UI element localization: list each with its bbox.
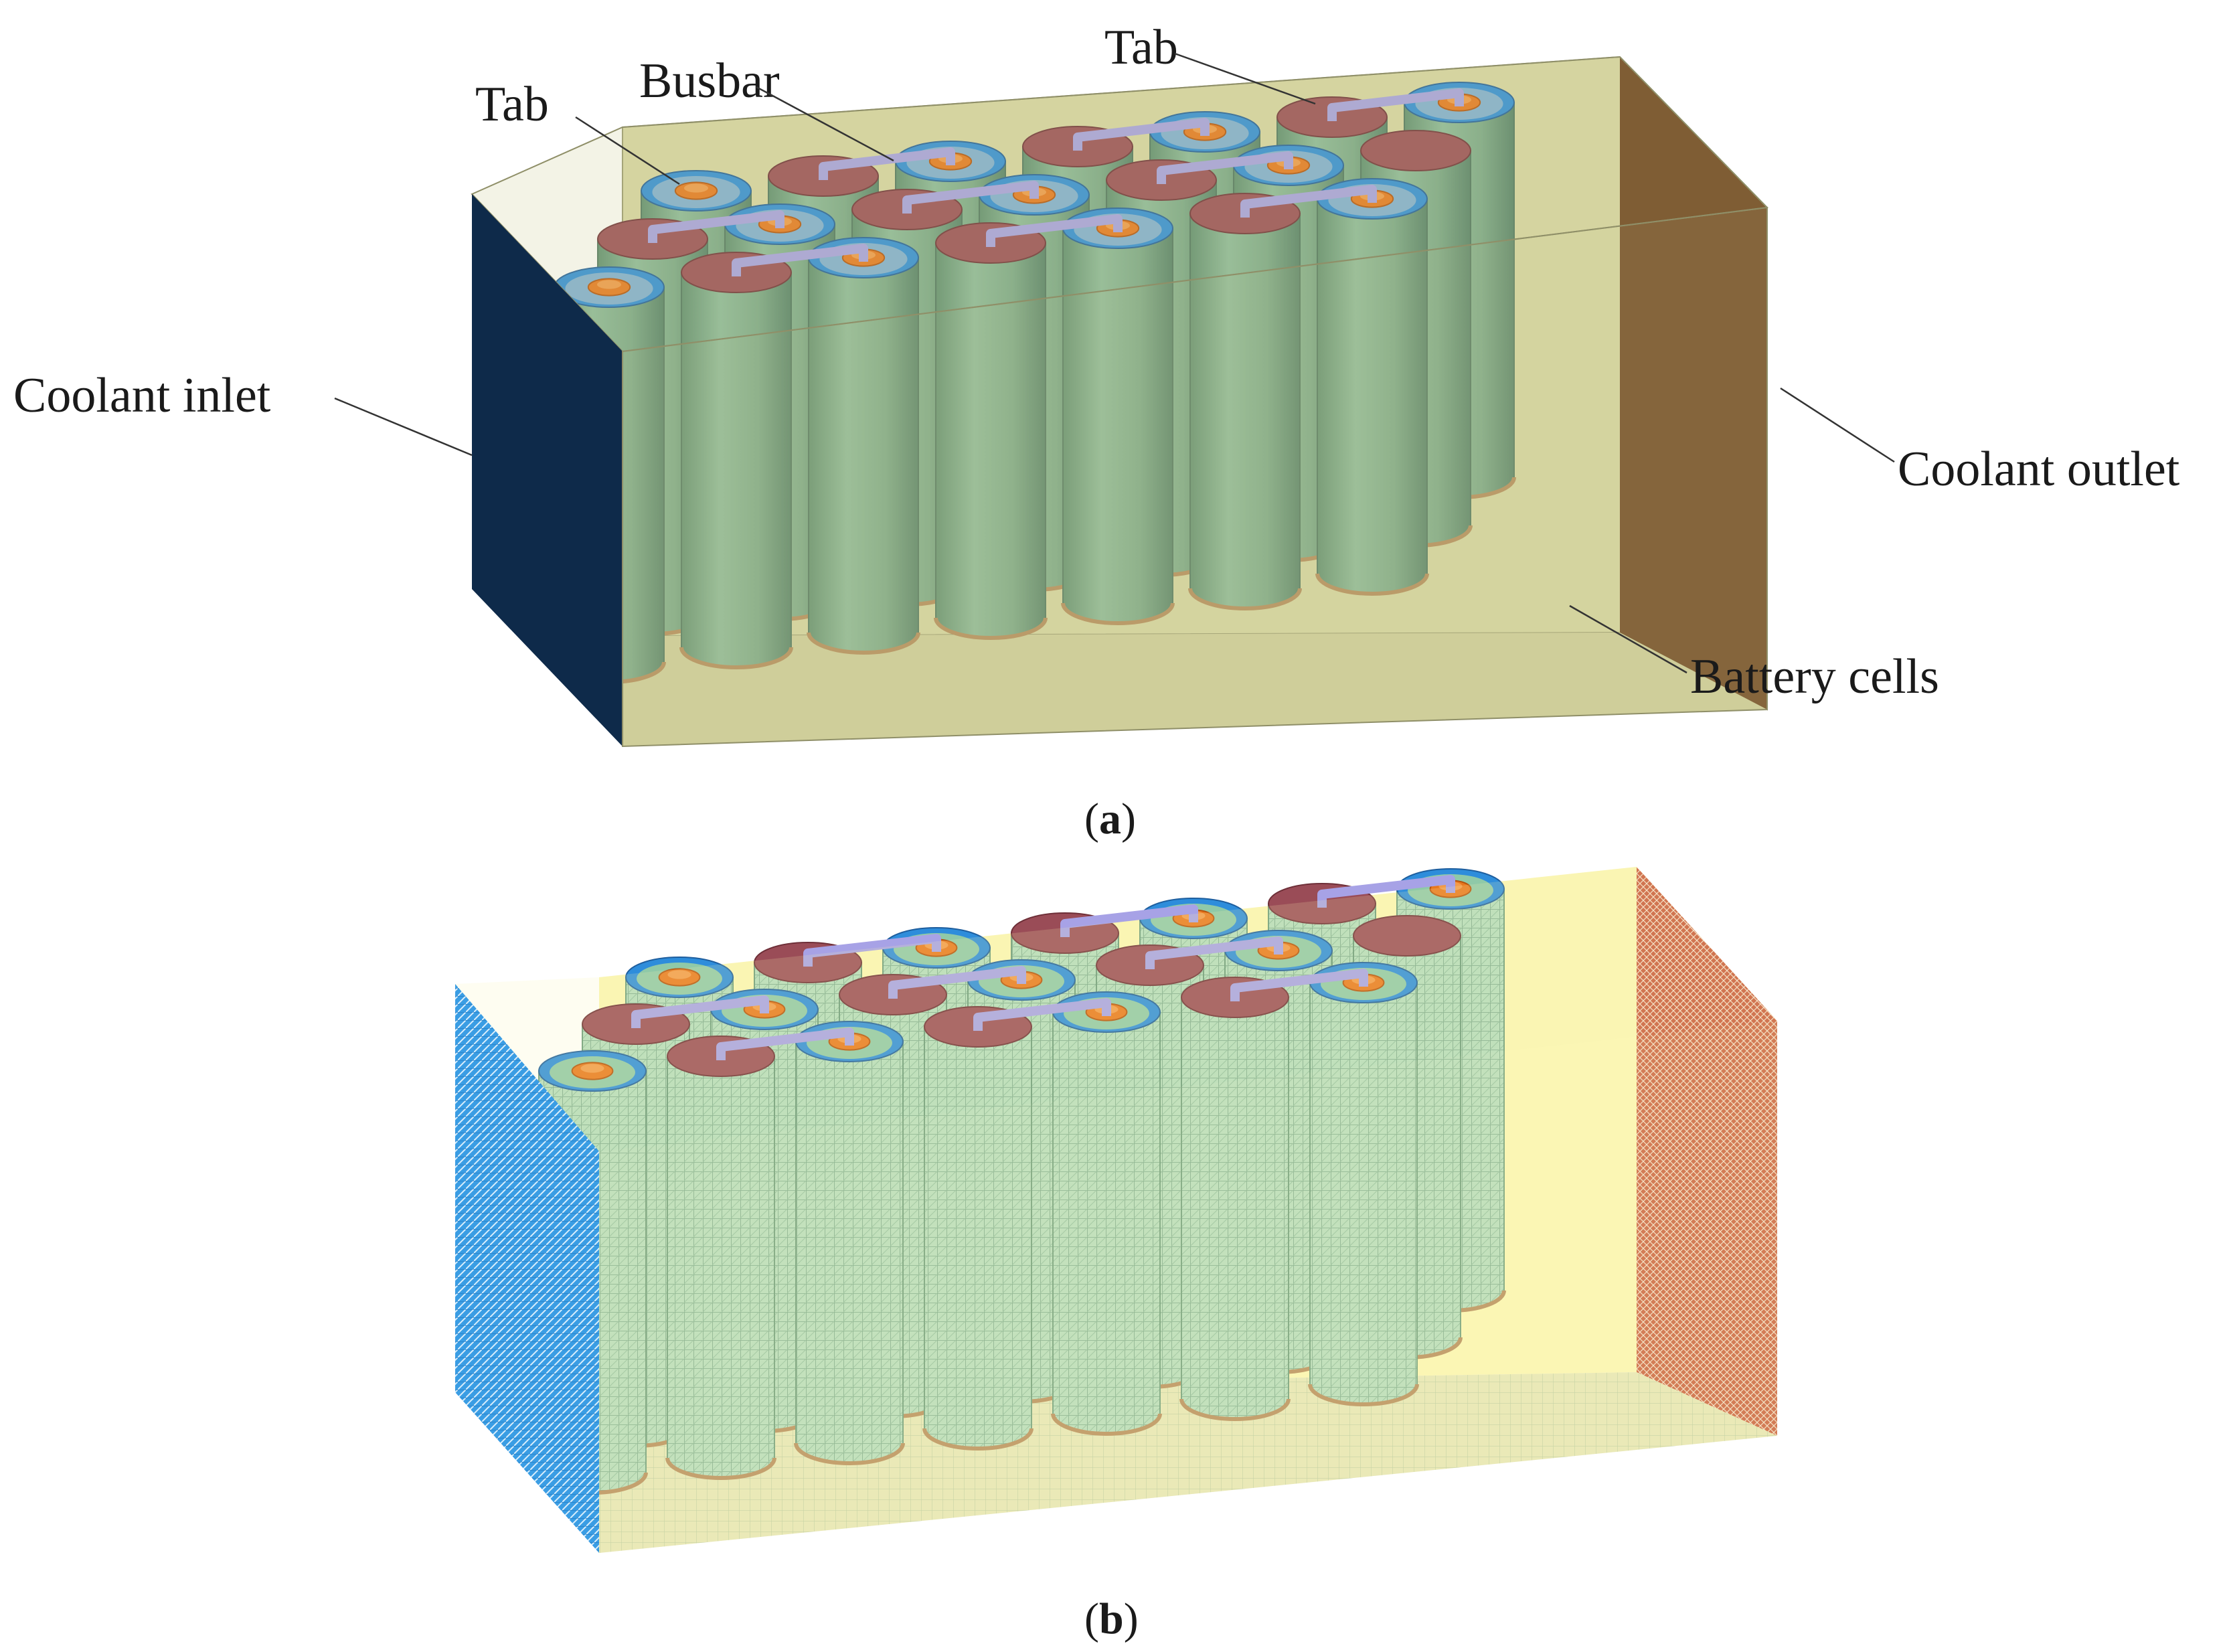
cell-tab-top: [683, 183, 709, 193]
panel-a-battery-model: Tab Busbar Tab Coolant inlet Coolant out…: [13, 20, 2180, 843]
busbar: [1157, 151, 1293, 184]
label-coolant-outlet: Coolant outlet: [1898, 442, 2180, 497]
battery-cells-group-b: [537, 868, 1506, 1495]
label-tab-left: Tab: [475, 77, 549, 132]
busbar: [1327, 88, 1464, 121]
cell-bottom-rim: [1315, 573, 1429, 596]
caption-b: (b): [1084, 1594, 1139, 1643]
leader-battery-cells: [1569, 604, 1687, 674]
busbar: [1060, 904, 1198, 937]
coolant-outlet-face: [1620, 57, 1767, 710]
busbar: [803, 934, 941, 967]
cell-cap-red: [1353, 915, 1461, 957]
cell-tab-top: [667, 970, 691, 979]
cell-bottom-rim: [794, 1442, 905, 1465]
battery-cell: [807, 237, 920, 655]
busbar: [1317, 875, 1455, 908]
label-coolant-inlet: Coolant inlet: [13, 368, 271, 423]
leader-coolant-outlet: [1780, 387, 1895, 463]
housing-floor: [623, 633, 1767, 746]
mesh-coolant-outlet-face: [1637, 867, 1777, 1436]
busbar: [648, 210, 785, 243]
leader-tab-left: [575, 116, 680, 185]
mesh-housing-top: [455, 867, 1777, 1151]
mesh-housing-front: [599, 1021, 1777, 1553]
battery-cell: [1308, 962, 1419, 1406]
busbar: [716, 1027, 854, 1060]
cell-tab-top: [580, 1064, 604, 1073]
busbar: [1145, 936, 1283, 969]
busbar: [986, 214, 1123, 247]
leader-busbar: [756, 86, 894, 162]
cell-bottom-rim: [665, 1457, 776, 1480]
cell-cap-red: [1360, 130, 1471, 171]
cell-tab-top: [596, 280, 622, 289]
housing-front-face: [622, 206, 1768, 748]
cell-bottom-rim: [1051, 1413, 1162, 1436]
cell-bottom-rim: [679, 647, 793, 669]
cell-bottom-rim: [807, 632, 920, 655]
label-tab-top: Tab: [1104, 20, 1178, 75]
busbar: [1240, 185, 1377, 218]
busbar: [973, 998, 1111, 1031]
cell-bottom-rim: [1308, 1384, 1419, 1406]
cell-bottom-rim: [934, 617, 1048, 640]
label-battery-cells: Battery cells: [1690, 649, 1939, 704]
cell-bottom-rim: [1188, 588, 1302, 610]
cell-bottom-rim: [922, 1428, 1034, 1451]
busbar: [902, 181, 1039, 214]
busbar: [819, 147, 955, 180]
leader-tab-top: [1174, 52, 1316, 105]
cell-bottom-rim: [1061, 602, 1175, 625]
busbar: [631, 995, 769, 1028]
busbar: [888, 966, 1026, 999]
panel-b-mesh-model: (b): [455, 867, 1777, 1643]
label-busbar: Busbar: [639, 54, 780, 108]
busbar: [1230, 969, 1368, 1001]
coolant-inlet-face: [472, 194, 623, 746]
leader-coolant-inlet: [334, 397, 473, 457]
battery-cells-group-a: [552, 82, 1516, 684]
mesh-coolant-inlet-face: [455, 984, 599, 1553]
busbar: [732, 244, 868, 276]
cell-bottom-rim: [1179, 1398, 1291, 1421]
busbar: [1073, 118, 1210, 151]
caption-a: (a): [1084, 795, 1136, 843]
